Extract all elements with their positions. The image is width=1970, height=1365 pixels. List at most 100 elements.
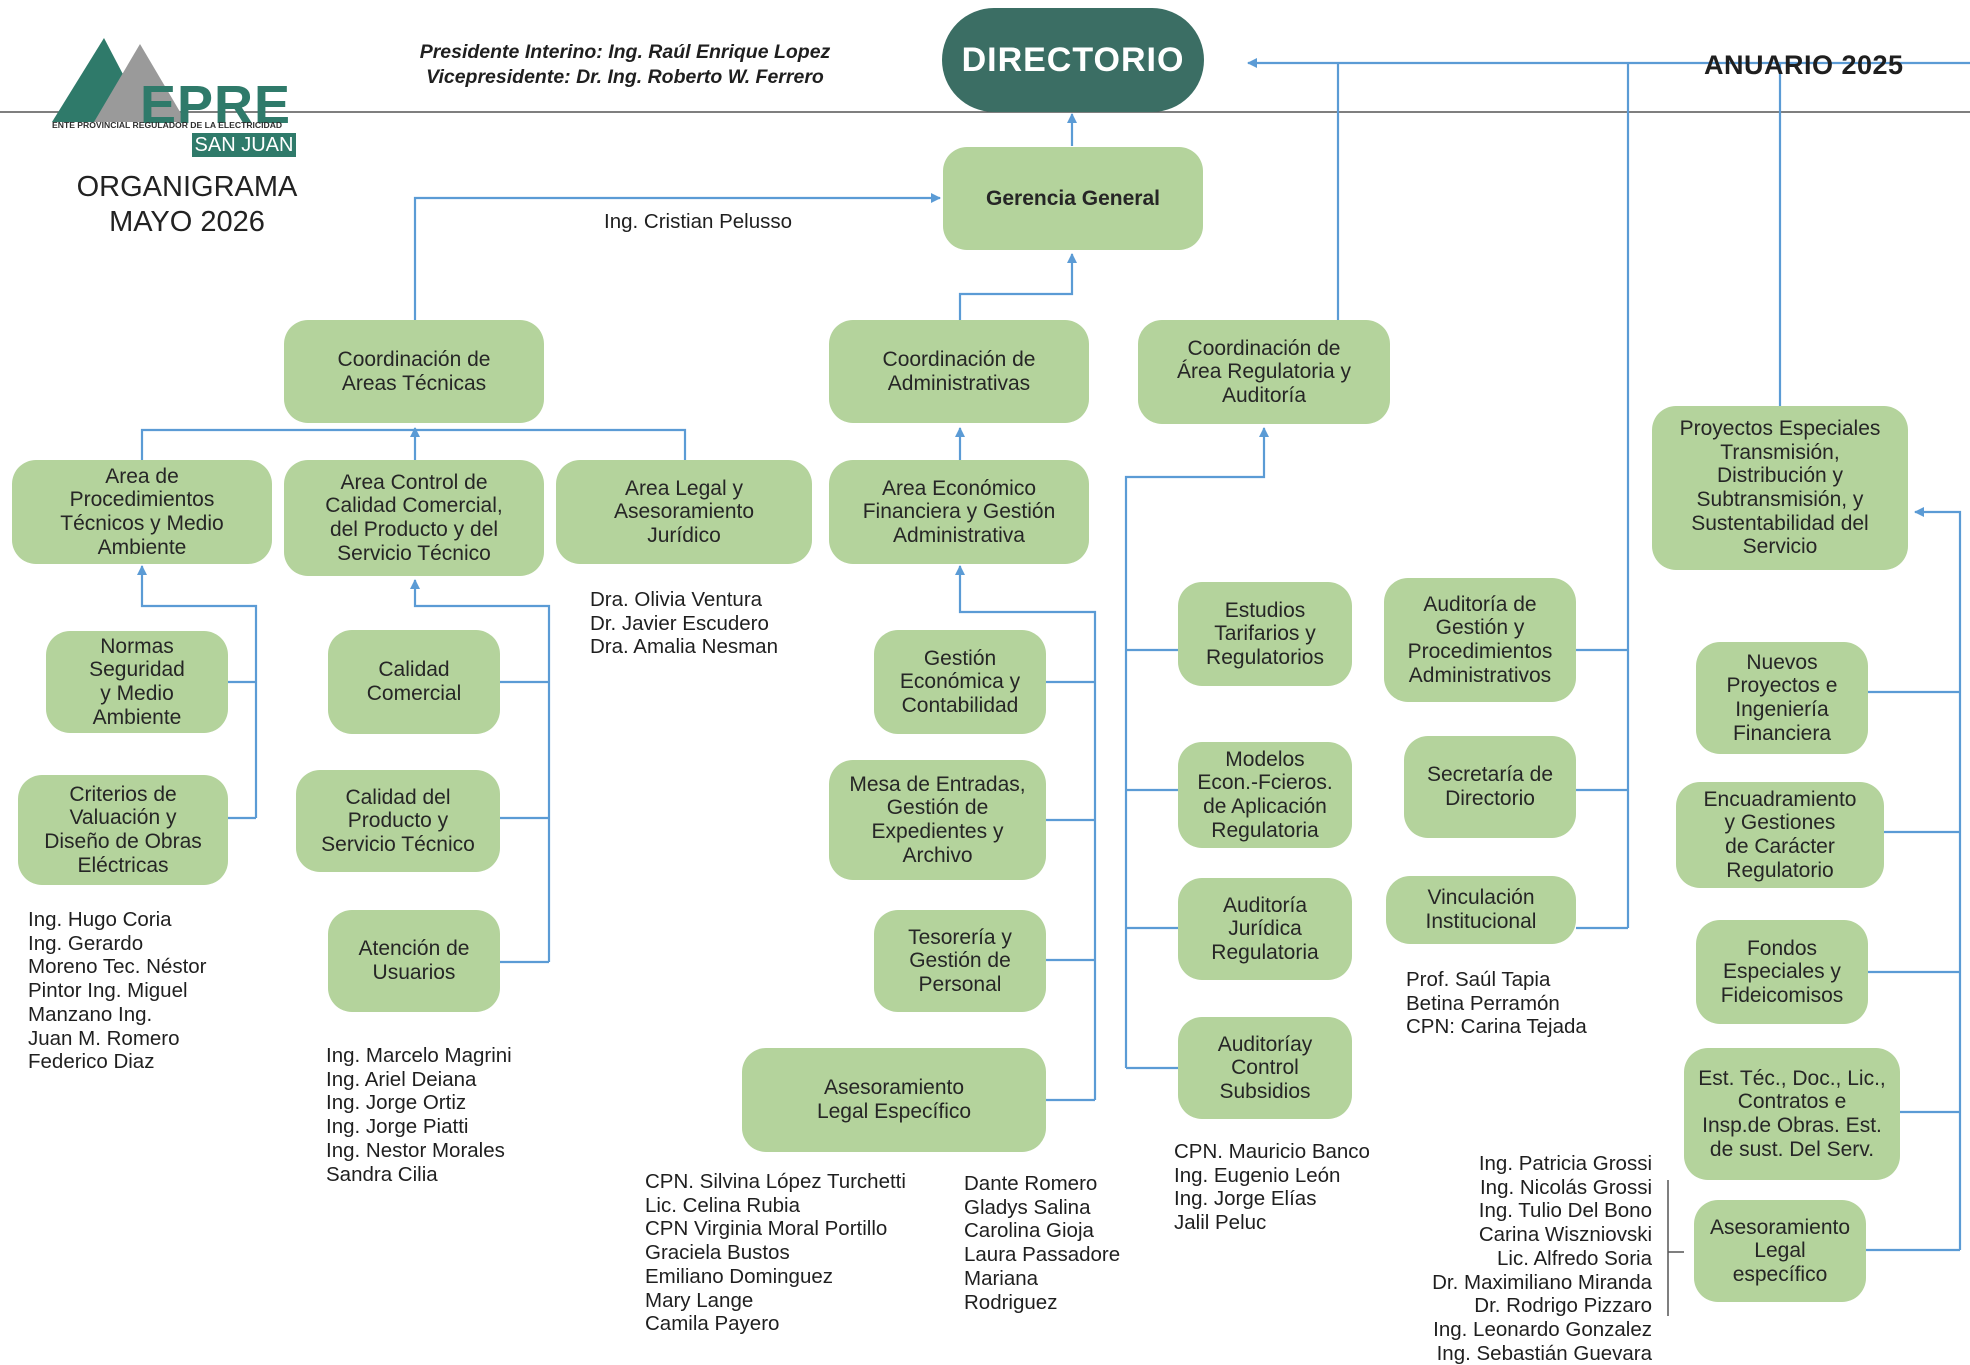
node-encuadramiento[interactable]: Encuadramiento y Gestiones de Carácter R… — [1676, 782, 1884, 888]
node-criterios-valuacion[interactable]: Criterios de Valuación y Diseño de Obras… — [18, 775, 228, 885]
people-admin-col1: CPN. Silvina López Turchetti Lic. Celina… — [645, 1170, 906, 1336]
person-name: Moreno Tec. Néstor — [28, 955, 207, 979]
person-name: CPN Virginia Moral Portillo — [645, 1217, 888, 1241]
person-name: Ing. Eugenio León — [1174, 1163, 1341, 1187]
node-coord-admin[interactable]: Coordinación de Administrativas — [829, 320, 1089, 423]
person-name: Betina Perramón — [1406, 991, 1560, 1015]
node-area-economico[interactable]: Area Económico Financiera y Gestión Admi… — [829, 460, 1089, 564]
node-proyectos-especiales[interactable]: Proyectos Especiales Transmisión, Distri… — [1652, 406, 1908, 570]
people-procedimientos: Ing. Hugo Coria Ing. Gerardo Moreno Tec.… — [28, 908, 207, 1074]
people-proyectos: Ing. Patricia Grossi Ing. Nicolás Grossi… — [1360, 1152, 1652, 1365]
person-name: CPN. Silvina López Turchetti — [645, 1170, 906, 1193]
person-name: Laura Passadore — [964, 1243, 1121, 1267]
title-line2: MAYO 2026 — [109, 206, 265, 238]
people-legal: Dra. Olivia Ventura Dr. Javier Escudero … — [590, 588, 778, 659]
node-auditoria-juridica[interactable]: Auditoría Jurídica Regulatoria — [1178, 878, 1352, 980]
connector-proyectos-children — [1914, 507, 1962, 1250]
node-secretaria-directorio[interactable]: Secretaría de Directorio — [1404, 736, 1576, 838]
person-name: Ing. Nicolás Grossi — [1479, 1175, 1652, 1199]
node-coord-tecnicas[interactable]: Coordinación de Areas Técnicas — [284, 320, 544, 423]
node-calidad-comercial[interactable]: Calidad Comercial — [328, 630, 500, 734]
person-name: Manzano Ing. — [28, 1002, 153, 1026]
person-name: Ing. Jorge Elías — [1174, 1187, 1317, 1211]
person-name: Lic. Alfredo Soria — [1497, 1246, 1652, 1270]
person-name: Ing. Ariel Deiana — [326, 1067, 477, 1091]
node-asesoramiento-legal-pe[interactable]: Asesoramiento Legal específico — [1694, 1200, 1866, 1302]
node-auditoria-gestion[interactable]: Auditoría de Gestión y Procedimientos Ad… — [1384, 578, 1576, 702]
node-mesa-entradas[interactable]: Mesa de Entradas, Gestión de Expedientes… — [829, 760, 1046, 880]
node-asesoramiento-legal-especifico[interactable]: Asesoramiento Legal Específico — [742, 1048, 1046, 1152]
person-name: CPN. Mauricio Banco — [1174, 1140, 1370, 1163]
logo-province: SAN JUAN — [192, 133, 296, 157]
node-gerencia-general[interactable]: Gerencia General — [943, 147, 1203, 250]
person-name: Ing. Jorge Piatti — [326, 1115, 469, 1139]
page-title: ORGANIGRAMA MAYO 2026 — [62, 170, 312, 240]
person-name: Federico Diaz — [28, 1050, 155, 1074]
person-name: Emiliano Dominguez — [645, 1264, 834, 1288]
person-name: Carina Wiszniovski — [1478, 1223, 1652, 1247]
people-bracket — [1667, 1180, 1684, 1316]
person-name: Carolina Gioja — [964, 1219, 1094, 1243]
president-label: Presidente Interino: Ing. Raúl Enrique L… — [419, 41, 831, 63]
node-modelos-econ[interactable]: Modelos Econ.-Fcieros. de Aplicación Reg… — [1178, 742, 1352, 848]
person-name: Dr. Maximiliano Miranda — [1432, 1270, 1652, 1294]
person-name: Ing. Hugo Coria — [28, 908, 172, 931]
header-authorities: Presidente Interino: Ing. Raúl Enrique L… — [390, 40, 860, 90]
person-name: Juan M. Romero — [28, 1026, 180, 1050]
person-name: Gladys Salina — [964, 1195, 1091, 1219]
person-name: Sandra Cilia — [326, 1162, 438, 1186]
node-gestion-economica[interactable]: Gestión Económica y Contabilidad — [874, 630, 1046, 734]
epre-logo: EPRE ENTE PROVINCIAL REGULADOR DE LA ELE… — [52, 38, 312, 162]
node-coord-regulatoria[interactable]: Coordinación de Área Regulatoria y Audit… — [1138, 320, 1390, 424]
person-name: Graciela Bustos — [645, 1241, 790, 1265]
person-name: Ing. Patricia Grossi — [1478, 1152, 1652, 1175]
node-calidad-producto[interactable]: Calidad del Producto y Servicio Técnico — [296, 770, 500, 872]
people-directorio-staff: Prof. Saúl Tapia Betina Perramón CPN: Ca… — [1406, 968, 1587, 1039]
node-area-legal[interactable]: Area Legal y Asesoramiento Jurídico — [556, 460, 812, 564]
anuario-label: ANUARIO 2025 — [1704, 50, 1904, 80]
person-name: Ing. Jorge Ortiz — [326, 1091, 467, 1115]
person-name: Camila Payero — [645, 1312, 780, 1336]
person-name: Dante Romero — [964, 1172, 1098, 1195]
connector-admin-gerencia — [958, 253, 1077, 320]
logo-acronym: EPRE — [140, 75, 292, 135]
node-directorio[interactable]: DIRECTORIO — [942, 8, 1204, 112]
node-fondos-especiales[interactable]: Fondos Especiales y Fideicomisos — [1696, 920, 1868, 1024]
mountain-logo-icon — [52, 38, 186, 122]
person-name: Dra. Olivia Ventura — [590, 588, 763, 611]
node-normas-seguridad[interactable]: Normas Seguridad y Medio Ambiente — [46, 631, 228, 733]
title-line1: ORGANIGRAMA — [76, 171, 298, 203]
people-calidad: Ing. Marcelo Magrini Ing. Ariel Deiana I… — [326, 1044, 512, 1186]
people-admin-col2: Dante Romero Gladys Salina Carolina Gioj… — [964, 1172, 1120, 1314]
person-name: Ing. Leonardo Gonzalez — [1433, 1317, 1652, 1341]
logo-full-name: ENTE PROVINCIAL REGULADOR DE LA ELECTRIC… — [52, 120, 283, 130]
person-name: Ing. Gerardo — [28, 931, 144, 955]
node-tesoreria[interactable]: Tesorería y Gestión de Personal — [874, 910, 1046, 1012]
person-name: Pintor Ing. Miguel — [28, 979, 188, 1003]
person-name: Mary Lange — [645, 1288, 754, 1312]
node-vinculacion-institucional[interactable]: Vinculación Institucional — [1386, 876, 1576, 944]
node-area-procedimientos[interactable]: Area de Procedimientos Técnicos y Medio … — [12, 460, 272, 564]
person-name: Lic. Celina Rubia — [645, 1193, 800, 1217]
person-name: Ing. Marcelo Magrini — [326, 1044, 512, 1067]
node-nuevos-proyectos[interactable]: Nuevos Proyectos e Ingeniería Financiera — [1696, 642, 1868, 754]
person-name: Prof. Saúl Tapia — [1406, 968, 1551, 991]
person-name: Ing. Cristian Pelusso — [604, 210, 793, 233]
connector-areas-bus — [140, 428, 687, 460]
connector-calidad-children — [410, 579, 551, 962]
node-est-tec[interactable]: Est. Téc., Doc., Lic., Contratos e Insp.… — [1684, 1048, 1900, 1180]
connector-tecnicas-gerencia — [413, 193, 941, 320]
node-atencion-usuarios[interactable]: Atención de Usuarios — [328, 910, 500, 1012]
connector-economico-children — [955, 565, 1097, 1100]
person-name: CPN: Carina Tejada — [1406, 1015, 1587, 1039]
person-name: Jalil Peluc — [1174, 1211, 1267, 1235]
person-name: Ing. Nestor Morales — [326, 1138, 505, 1162]
people-regulatoria: CPN. Mauricio Banco Ing. Eugenio León In… — [1174, 1140, 1370, 1235]
node-area-control-calidad[interactable]: Area Control de Calidad Comercial, del P… — [284, 460, 544, 576]
person-name: Rodriguez — [964, 1290, 1058, 1314]
connector-proc-children — [137, 565, 258, 818]
person-name: Dr. Javier Escudero — [590, 611, 769, 635]
node-estudios-tarifarios[interactable]: Estudios Tarifarios y Regulatorios — [1178, 582, 1352, 686]
node-auditoria-control-subsidios[interactable]: Auditoríay Control Subsidios — [1178, 1017, 1352, 1119]
people-gerencia: Ing. Cristian Pelusso — [604, 210, 792, 234]
